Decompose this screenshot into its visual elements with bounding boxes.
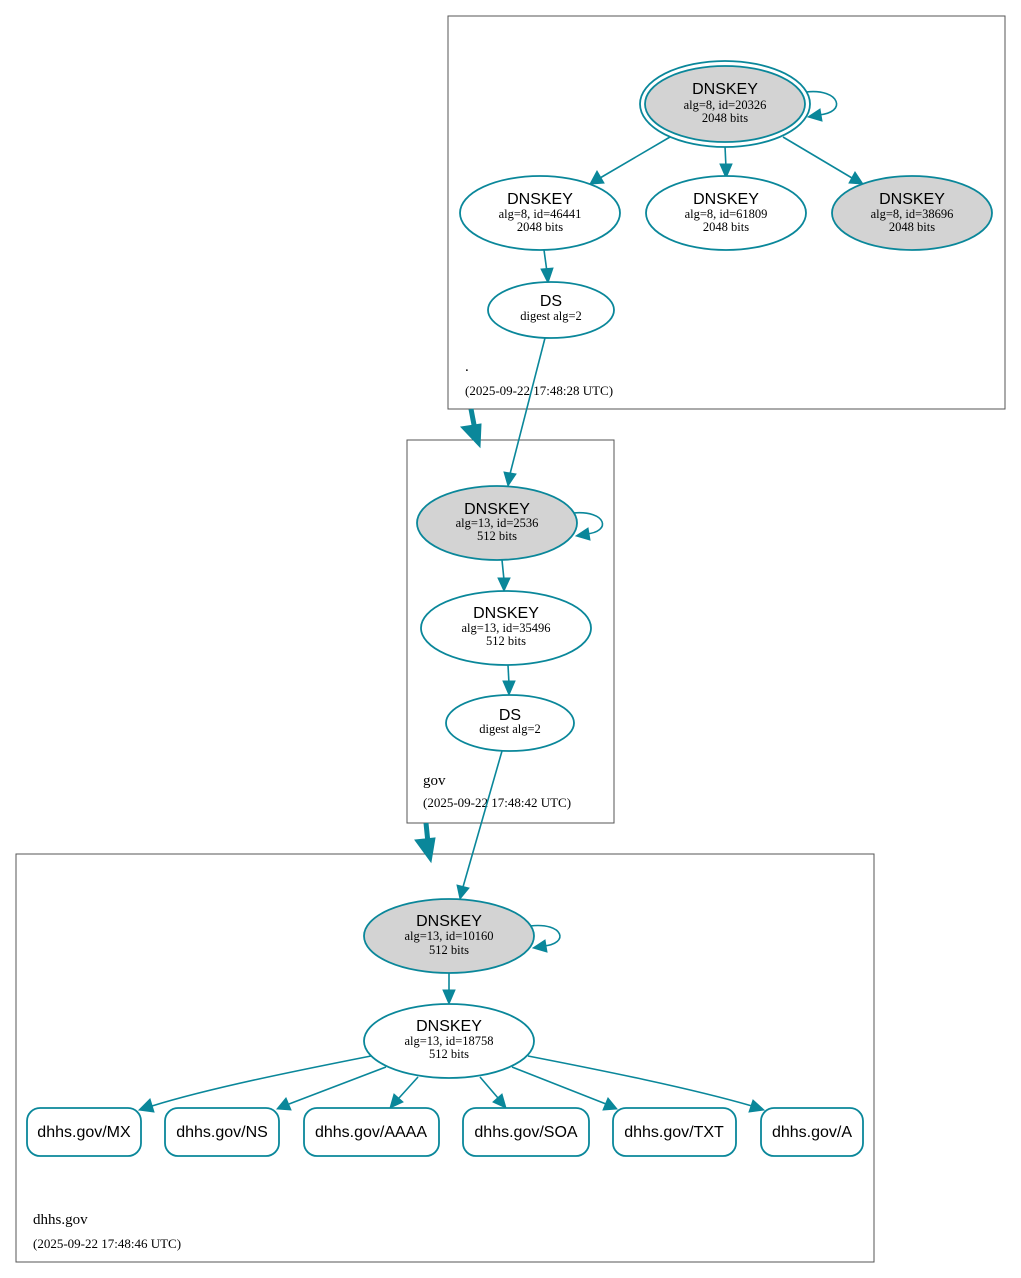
- svg-text:alg=13, id=10160: alg=13, id=10160: [404, 929, 493, 943]
- edge-root-ksk-to-zsk3: [782, 136, 864, 185]
- zone-name-gov: gov: [423, 773, 446, 789]
- zone-name-dhhs: dhhs.gov: [33, 1212, 88, 1228]
- edge-dhhs-zsk-to-mx: [137, 1055, 372, 1113]
- ds-node-gov: DS digest alg=2: [445, 694, 575, 752]
- svg-text:DNSKEY: DNSKEY: [473, 605, 539, 622]
- svg-text:2048 bits: 2048 bits: [703, 220, 749, 234]
- rrset-node-ns: dhhs.gov/NS: [164, 1107, 280, 1157]
- dnskey-node-dhhs-18758: DNSKEY alg=13, id=18758 512 bits: [363, 1003, 535, 1079]
- zone-timestamp-dhhs: (2025-09-22 17:48:46 UTC): [33, 1236, 181, 1251]
- svg-text:digest alg=2: digest alg=2: [479, 722, 541, 736]
- svg-text:digest alg=2: digest alg=2: [520, 309, 582, 323]
- svg-text:DNSKEY: DNSKEY: [416, 1018, 482, 1035]
- svg-text:dhhs.gov/AAAA: dhhs.gov/AAAA: [315, 1124, 427, 1141]
- edge-dhhs-zsk-to-txt: [511, 1066, 618, 1111]
- rrset-node-aaaa: dhhs.gov/AAAA: [303, 1107, 440, 1157]
- svg-text:512 bits: 512 bits: [429, 1047, 469, 1061]
- dnskey-node-root-46441: DNSKEY alg=8, id=46441 2048 bits: [459, 175, 621, 251]
- edge-root-ksk-to-zsk1: [589, 136, 671, 185]
- svg-text:512 bits: 512 bits: [486, 634, 526, 648]
- svg-text:alg=13, id=2536: alg=13, id=2536: [456, 516, 539, 530]
- svg-text:dhhs.gov/TXT: dhhs.gov/TXT: [624, 1124, 724, 1141]
- edge-dhhs-zsk-to-soa: [479, 1076, 507, 1109]
- svg-text:alg=8, id=46441: alg=8, id=46441: [499, 207, 582, 221]
- svg-text:dhhs.gov/A: dhhs.gov/A: [772, 1124, 852, 1141]
- edge-root-ds-to-gov-ksk: [503, 337, 546, 488]
- svg-text:DS: DS: [499, 707, 521, 724]
- svg-text:512 bits: 512 bits: [429, 943, 469, 957]
- dnskey-node-gov-35496: DNSKEY alg=13, id=35496 512 bits: [420, 590, 592, 666]
- edge-gov-zsk-to-ds: [502, 664, 516, 697]
- edge-dhhs-ksk-to-zsk: [442, 973, 456, 1006]
- dnskey-node-gov-2536: DNSKEY alg=13, id=2536 512 bits: [416, 485, 578, 561]
- svg-text:512 bits: 512 bits: [477, 529, 517, 543]
- dnskey-node-root-20326: DNSKEY alg=8, id=20326 2048 bits: [639, 60, 811, 148]
- edge-gov-ksk-to-zsk: [497, 559, 511, 593]
- edge-dhhs-zsk-to-a: [527, 1055, 766, 1113]
- svg-text:dhhs.gov/SOA: dhhs.gov/SOA: [474, 1124, 578, 1141]
- rrset-node-txt: dhhs.gov/TXT: [612, 1107, 737, 1157]
- dnskey-node-root-61809: DNSKEY alg=8, id=61809 2048 bits: [645, 175, 807, 251]
- svg-text:2048 bits: 2048 bits: [889, 220, 935, 234]
- svg-text:2048 bits: 2048 bits: [702, 111, 748, 125]
- svg-text:DNSKEY: DNSKEY: [692, 81, 758, 98]
- edge-gov-ds-to-dhhs-ksk: [456, 750, 503, 901]
- edge-dhhs-zsk-to-aaaa: [389, 1076, 419, 1109]
- svg-text:alg=13, id=18758: alg=13, id=18758: [404, 1034, 493, 1048]
- svg-text:alg=13, id=35496: alg=13, id=35496: [461, 621, 550, 635]
- svg-text:alg=8, id=20326: alg=8, id=20326: [684, 98, 767, 112]
- zone-timestamp-root: (2025-09-22 17:48:28 UTC): [465, 383, 613, 398]
- svg-text:DNSKEY: DNSKEY: [879, 191, 945, 208]
- dnskey-node-root-38696: DNSKEY alg=8, id=38696 2048 bits: [831, 175, 993, 251]
- rrset-node-soa: dhhs.gov/SOA: [462, 1107, 590, 1157]
- svg-text:dhhs.gov/MX: dhhs.gov/MX: [37, 1124, 131, 1141]
- rrset-node-mx: dhhs.gov/MX: [26, 1107, 142, 1157]
- edge-root-zsk1-to-ds: [540, 249, 554, 285]
- edge-gov-ksk-self: [572, 512, 604, 541]
- svg-text:DNSKEY: DNSKEY: [693, 191, 759, 208]
- edge-root-ksk-to-zsk2: [719, 145, 733, 180]
- zone-timestamp-gov: (2025-09-22 17:48:42 UTC): [423, 795, 571, 810]
- delegation-arrow-gov-to-dhhs: [414, 822, 436, 864]
- svg-text:DNSKEY: DNSKEY: [464, 501, 530, 518]
- edge-dhhs-ksk-self: [529, 924, 561, 953]
- zone-name-root: .: [465, 359, 469, 375]
- svg-text:DS: DS: [540, 293, 562, 310]
- svg-text:alg=8, id=61809: alg=8, id=61809: [685, 207, 768, 221]
- svg-text:alg=8, id=38696: alg=8, id=38696: [871, 207, 954, 221]
- svg-text:DNSKEY: DNSKEY: [416, 913, 482, 930]
- edge-dhhs-zsk-to-ns: [276, 1066, 387, 1111]
- svg-text:dhhs.gov/NS: dhhs.gov/NS: [176, 1124, 268, 1141]
- svg-text:DNSKEY: DNSKEY: [507, 191, 573, 208]
- edge-root-ksk-self: [805, 90, 838, 122]
- delegation-arrow-root-to-gov: [459, 408, 482, 449]
- svg-text:2048 bits: 2048 bits: [517, 220, 563, 234]
- ds-node-root: DS digest alg=2: [487, 281, 615, 339]
- dnskey-node-dhhs-10160: DNSKEY alg=13, id=10160 512 bits: [363, 898, 535, 974]
- rrset-node-a: dhhs.gov/A: [760, 1107, 864, 1157]
